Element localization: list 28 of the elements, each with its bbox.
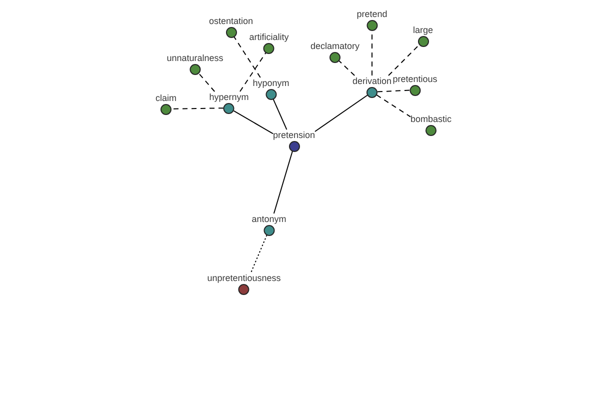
node-label: hyponym [252,78,290,88]
connector-line [338,60,356,76]
node-label: antonym [252,214,286,224]
node-label: hypernym [209,92,249,102]
node-label: declamatory [310,40,360,52]
connector-line [240,52,266,92]
connector-line [314,94,368,132]
connector-line [376,90,410,92]
node-label: artificiality [249,32,289,42]
connector-line [273,150,293,214]
node-label: unnaturalness [166,52,224,64]
node-label: claim [156,92,176,104]
connector-line [272,98,288,130]
node-label: pretend [356,8,388,20]
connector-line [198,72,216,92]
node-label: pretension [272,130,316,140]
node-label: large [413,24,433,36]
connector-line [376,94,411,118]
connector-line [388,44,420,76]
connector-line [250,234,268,273]
connector-line [233,110,274,134]
node-label: pretentious [392,74,438,84]
node-label: derivation [352,76,392,86]
connector-line [233,36,261,78]
connector-line [170,108,224,110]
node-label: bombastic [410,114,452,124]
node-label: ostentation [208,16,254,26]
node-label: unpretentiousness [207,272,281,284]
